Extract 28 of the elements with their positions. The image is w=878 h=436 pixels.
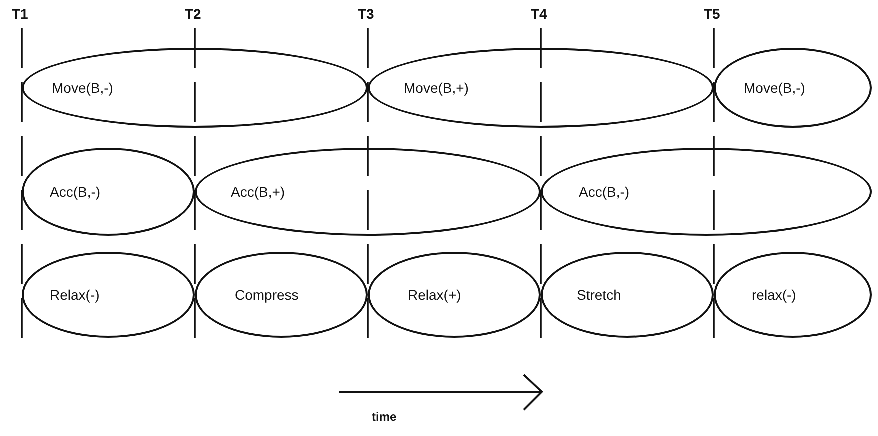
state-label: Acc(B,+)	[231, 184, 286, 200]
state-oval	[22, 148, 195, 236]
time-point-label: T3	[358, 6, 374, 22]
time-point-label: T4	[531, 6, 548, 22]
state-oval	[541, 148, 872, 236]
state-label: Stretch	[577, 287, 622, 303]
state-oval	[714, 252, 872, 338]
state-oval	[368, 48, 714, 128]
time-point-label: T5	[704, 6, 720, 22]
state-oval	[22, 252, 195, 338]
state-label: Move(B,-)	[52, 80, 114, 96]
axis-label: time	[372, 410, 397, 424]
state-label: Acc(B,-)	[50, 184, 101, 200]
state-oval	[195, 252, 368, 338]
state-oval	[714, 48, 872, 128]
state-label: relax(-)	[752, 287, 796, 303]
state-oval	[195, 148, 541, 236]
state-oval	[541, 252, 714, 338]
state-label: Compress	[235, 287, 299, 303]
time-point-label: T1	[12, 6, 28, 22]
state-label: Relax(+)	[408, 287, 462, 303]
state-oval	[22, 48, 368, 128]
time-point-label: T2	[185, 6, 202, 22]
state-label: Relax(-)	[50, 287, 100, 303]
state-label: Move(B,+)	[404, 80, 469, 96]
state-label: Acc(B,-)	[579, 184, 630, 200]
state-oval	[368, 252, 541, 338]
state-label: Move(B,-)	[744, 80, 806, 96]
